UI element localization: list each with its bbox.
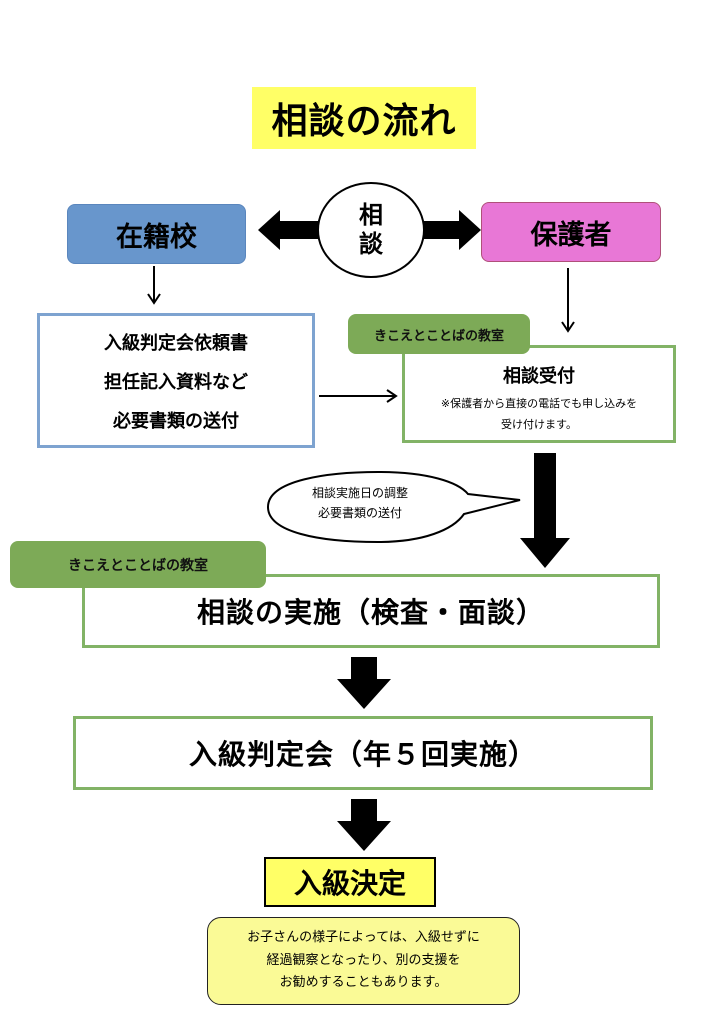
school-label: 在籍校 <box>116 221 197 253</box>
footnote-line: お子さんの様子によっては、入級せずに <box>247 929 480 945</box>
consultation-char-1: 相 <box>359 201 383 230</box>
school-box: 在籍校 <box>67 204 246 264</box>
page-title: 相談の流れ <box>252 87 476 149</box>
consultation-circle: 相 談 <box>317 182 425 278</box>
arrow-down-bold-icon <box>520 453 570 568</box>
speech-bubble-text: 相談実施日の調整 必要書類の送付 <box>280 483 440 524</box>
arrow-down-thin-icon <box>561 268 575 333</box>
decision-box: 入級決定 <box>264 857 436 907</box>
footnote-box: お子さんの様子によっては、入級せずに 経過観察となったり、別の支援を お勧めする… <box>207 917 520 1005</box>
reception-box: 相談受付 ※保護者から直接の電話でも申し込みを 受け付けます。 <box>402 345 676 443</box>
reception-note: ※保護者から直接の電話でも申し込みを 受け付けます。 <box>441 394 637 436</box>
footnote-line: お勧めすることもあります。 <box>279 975 448 991</box>
bubble-line: 必要書類の送付 <box>317 506 402 521</box>
classroom-tag: きこえとことばの教室 <box>348 314 530 354</box>
parent-label: 保護者 <box>530 219 612 251</box>
judgment-meeting-title: 入級判定会（年５回実施） <box>188 738 537 771</box>
reception-title: 相談受付 <box>503 366 575 387</box>
judgment-meeting-box: 入級判定会（年５回実施） <box>73 716 653 790</box>
bubble-line: 相談実施日の調整 <box>311 486 408 500</box>
consultation-title: 相談の実施（検査・面談） <box>196 596 545 629</box>
reception-note-line: 受け付けます。 <box>501 417 577 431</box>
parent-box: 保護者 <box>481 202 661 262</box>
arrow-down-bold-icon <box>337 799 391 851</box>
consultation-char-2: 談 <box>359 230 383 258</box>
documents-line: 必要書類の送付 <box>113 410 239 432</box>
documents-line: 担任記入資料など <box>104 371 248 393</box>
double-arrow-left-icon <box>258 210 320 250</box>
arrow-right-thin-icon <box>319 389 398 403</box>
classroom-tag: きこえとことばの教室 <box>10 541 266 588</box>
arrow-down-bold-icon <box>337 657 391 709</box>
footnote-line: 経過観察となったり、別の支援を <box>266 952 461 968</box>
decision-title: 入級決定 <box>293 867 406 900</box>
school-documents-box: 入級判定会依頼書 担任記入資料など 必要書類の送付 <box>37 313 315 448</box>
documents-line: 入級判定会依頼書 <box>104 332 248 354</box>
double-arrow-right-icon <box>419 210 481 250</box>
speech-bubble <box>266 470 521 544</box>
reception-note-line: ※保護者から直接の電話でも申し込みを <box>440 397 638 410</box>
arrow-down-thin-icon <box>147 266 161 305</box>
